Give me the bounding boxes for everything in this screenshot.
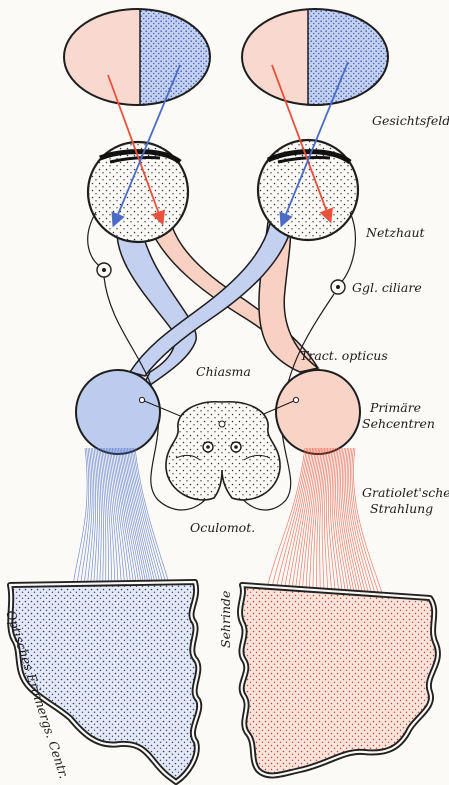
- visual-field-left: [60, 5, 215, 115]
- label-oculomot: Oculomot.: [190, 520, 255, 535]
- label-gesichtsfeld: Gesichtsfeld: [372, 113, 449, 128]
- label-netzhaut: Netzhaut: [365, 225, 425, 240]
- label-sehrinde: Sehrinde: [218, 591, 233, 648]
- oculomotor-nucleus: [166, 402, 280, 500]
- label-chiasma: Chiasma: [196, 364, 251, 379]
- label-primaere: Primäre: [369, 400, 421, 415]
- label-ggl-ciliare: Ggl. ciliare: [352, 280, 422, 295]
- label-gratiolet: Gratiolet'sche: [362, 485, 449, 500]
- label-strahlung: Strahlung: [370, 501, 433, 516]
- eye-right: [258, 140, 358, 240]
- cortex-right: [240, 585, 438, 775]
- label-sehcentren: Sehcentren: [362, 416, 435, 431]
- visual-field-right: [240, 5, 393, 115]
- label-tract-opticus: Tract. opticus: [300, 348, 388, 363]
